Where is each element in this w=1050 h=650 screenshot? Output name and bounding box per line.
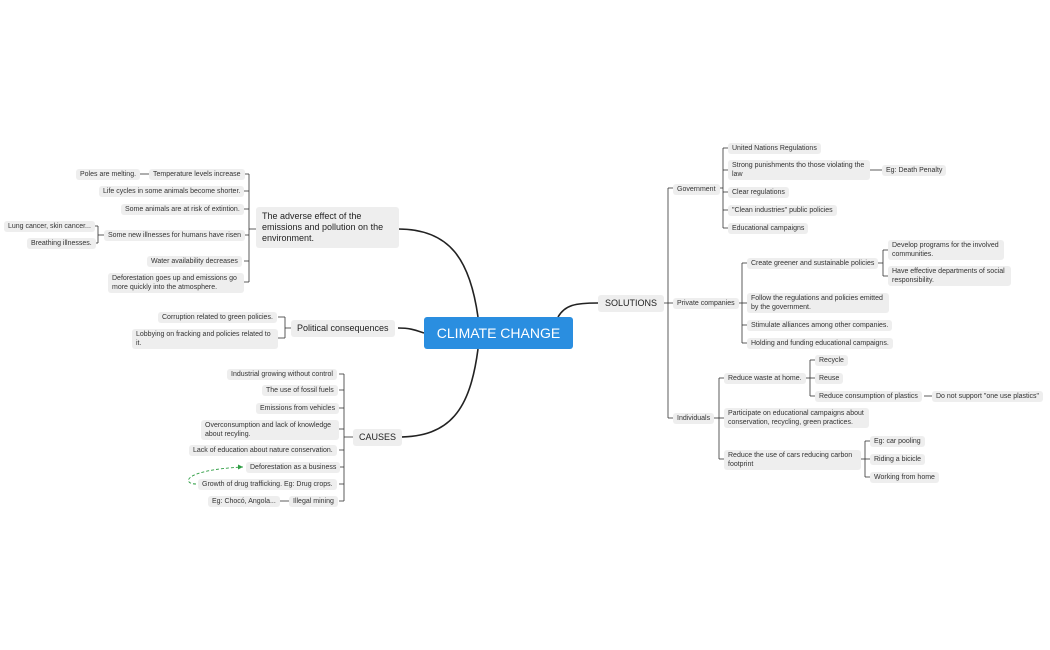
strong-punishments-node[interactable]: Strong punishments tho those violating t… — [728, 160, 870, 180]
central-topic[interactable]: CLIMATE CHANGE — [424, 317, 573, 349]
reduce-waste-node[interactable]: Reduce waste at home. — [724, 373, 806, 384]
fossil-fuels-node[interactable]: The use of fossil fuels — [262, 385, 338, 396]
private-companies-node[interactable]: Private companies — [673, 298, 739, 309]
educational-campaigns-node[interactable]: Educational campaigns — [728, 223, 809, 234]
reuse-node[interactable]: Reuse — [815, 373, 844, 384]
deforestation-business-node[interactable]: Deforestation as a business — [246, 462, 341, 473]
greener-policies-node[interactable]: Create greener and sustainable policies — [747, 258, 879, 269]
participate-campaigns-node[interactable]: Participate on educational campaigns abo… — [724, 408, 869, 428]
individuals-node[interactable]: Individuals — [673, 413, 715, 424]
lobbying-node[interactable]: Lobbying on fracking and policies relate… — [132, 329, 278, 349]
social-responsibility-node[interactable]: Have effective departments of social res… — [888, 266, 1011, 286]
poles-node[interactable]: Poles are melting. — [76, 169, 141, 180]
political-consequences-topic[interactable]: Political consequences — [291, 320, 395, 337]
deforestation-goes-up-node[interactable]: Deforestation goes up and emissions go m… — [108, 273, 244, 293]
causes-topic[interactable]: CAUSES — [353, 429, 403, 446]
develop-programs-node[interactable]: Develop programs for the involved commun… — [888, 240, 1004, 260]
breathing-illnesses-node[interactable]: Breathing illnesses. — [27, 238, 96, 249]
solutions-topic[interactable]: SOLUTIONS — [598, 295, 665, 312]
riding-bicicle-node[interactable]: Riding a bicicle — [870, 454, 926, 465]
lung-cancer-node[interactable]: Lung cancer, skin cancer... — [4, 221, 95, 232]
working-home-node[interactable]: Working from home — [870, 472, 939, 483]
clean-industries-node[interactable]: "Clean industries" public policies — [728, 205, 837, 216]
life-cycles-node[interactable]: Life cycles in some animals become short… — [99, 186, 245, 197]
temperature-node[interactable]: Temperature levels increase — [149, 169, 245, 180]
death-penalty-node[interactable]: Eg: Death Penalty — [882, 165, 947, 176]
illegal-mining-node[interactable]: Illegal mining — [289, 496, 338, 507]
water-availability-node[interactable]: Water availability decreases — [147, 256, 242, 267]
lack-education-node[interactable]: Lack of education about nature conservat… — [189, 445, 337, 456]
reduce-cars-node[interactable]: Reduce the use of cars reducing carbon f… — [724, 450, 861, 470]
adverse-effect-topic[interactable]: The adverse effect of the emissions and … — [256, 207, 399, 248]
choco-angola-node[interactable]: Eg: Chocó, Angola... — [208, 496, 280, 507]
new-illnesses-node[interactable]: Some new illnesses for humans have risen — [104, 230, 246, 241]
un-regulations-node[interactable]: United Nations Regulations — [728, 143, 821, 154]
corruption-node[interactable]: Corruption related to green policies. — [158, 312, 277, 323]
car-pooling-node[interactable]: Eg: car pooling — [870, 436, 925, 447]
reduce-plastics-node[interactable]: Reduce consumption of plastics — [815, 391, 922, 402]
drug-trafficking-node[interactable]: Growth of drug trafficking. Eg: Drug cro… — [198, 479, 337, 490]
recycle-node[interactable]: Recycle — [815, 355, 848, 366]
overconsumption-node[interactable]: Overconsumption and lack of knowledge ab… — [201, 420, 339, 440]
stimulate-alliances-node[interactable]: Stimulate alliances among other companie… — [747, 320, 893, 331]
one-use-plastics-node[interactable]: Do not support "one use plastics" — [932, 391, 1044, 402]
government-node[interactable]: Government — [673, 184, 720, 195]
industrial-growing-node[interactable]: Industrial growing without control — [227, 369, 337, 380]
follow-regulations-node[interactable]: Follow the regulations and policies emit… — [747, 293, 889, 313]
extinction-node[interactable]: Some animals are at risk of extintion. — [121, 204, 244, 215]
clear-regulations-node[interactable]: Clear regulations — [728, 187, 789, 198]
holding-funding-node[interactable]: Holding and funding educational campaign… — [747, 338, 893, 349]
relation-arrow — [187, 466, 244, 485]
vehicles-emissions-node[interactable]: Emissions from vehicles — [256, 403, 340, 414]
